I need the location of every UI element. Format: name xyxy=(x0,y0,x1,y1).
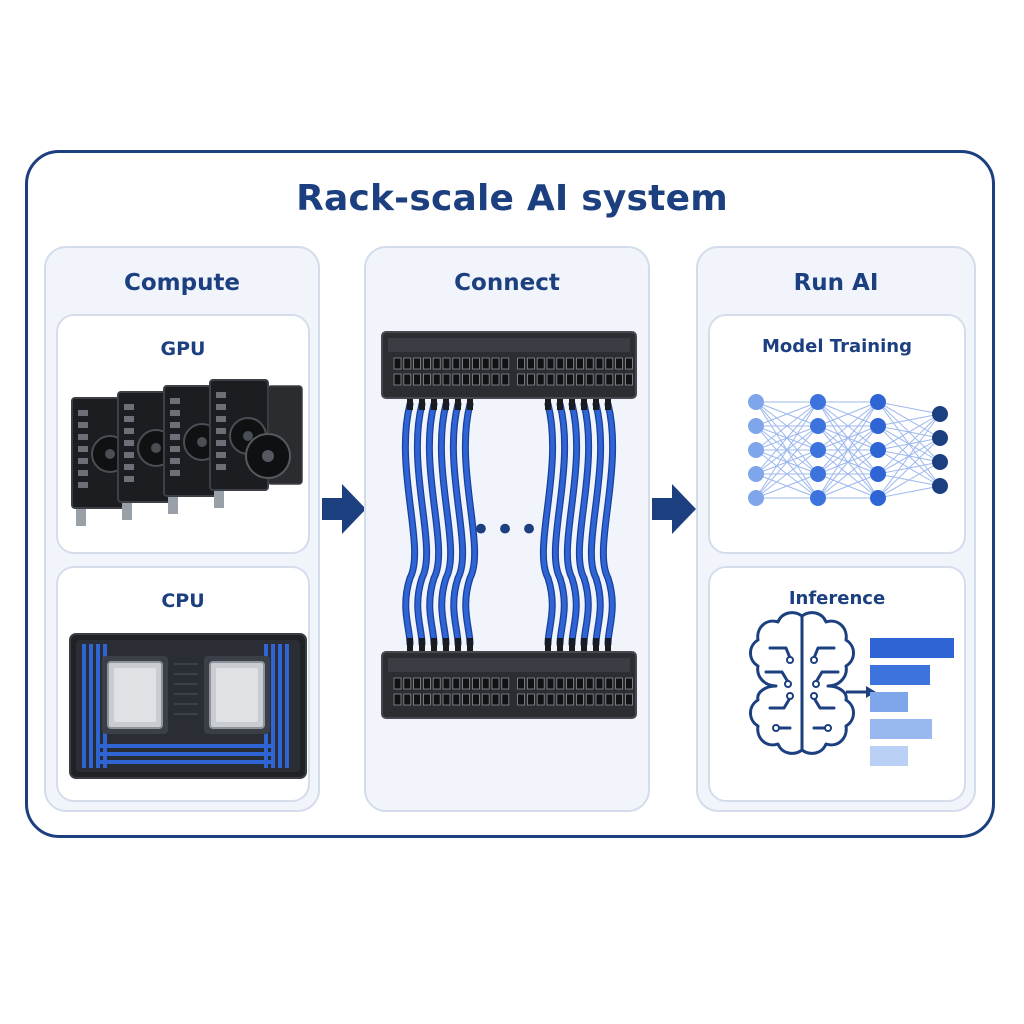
page-title: Rack-scale AI system xyxy=(296,178,728,219)
run-ai-title: Run AI xyxy=(793,270,879,296)
gpu-title: GPU xyxy=(160,338,206,360)
ellipsis: ••• xyxy=(470,510,544,550)
bar-chart-icon xyxy=(870,638,954,766)
model-training-title: Model Training xyxy=(762,336,912,357)
arrow-right-icon xyxy=(652,484,696,534)
connect-column: Connect ••• xyxy=(364,246,650,812)
connect-title: Connect xyxy=(454,270,560,296)
compute-column: Compute GPU CPU xyxy=(44,246,320,812)
neural-network-icon xyxy=(748,394,948,506)
inference-card: Inference xyxy=(708,566,966,802)
gpu-cards-icon xyxy=(71,379,303,526)
network-switch-icon xyxy=(381,331,637,719)
inference-title: Inference xyxy=(788,588,886,609)
cpu-title: CPU xyxy=(161,590,205,612)
model-training-card: Model Training xyxy=(708,314,966,554)
brain-icon xyxy=(749,611,855,755)
compute-title: Compute xyxy=(123,270,241,296)
cpu-card: CPU xyxy=(56,566,310,802)
gpu-card: GPU xyxy=(56,314,310,554)
cpu-motherboard-icon xyxy=(69,633,307,779)
arrow-right-icon xyxy=(322,484,366,534)
run-ai-column: Run AI Model Training Inference xyxy=(696,246,976,812)
